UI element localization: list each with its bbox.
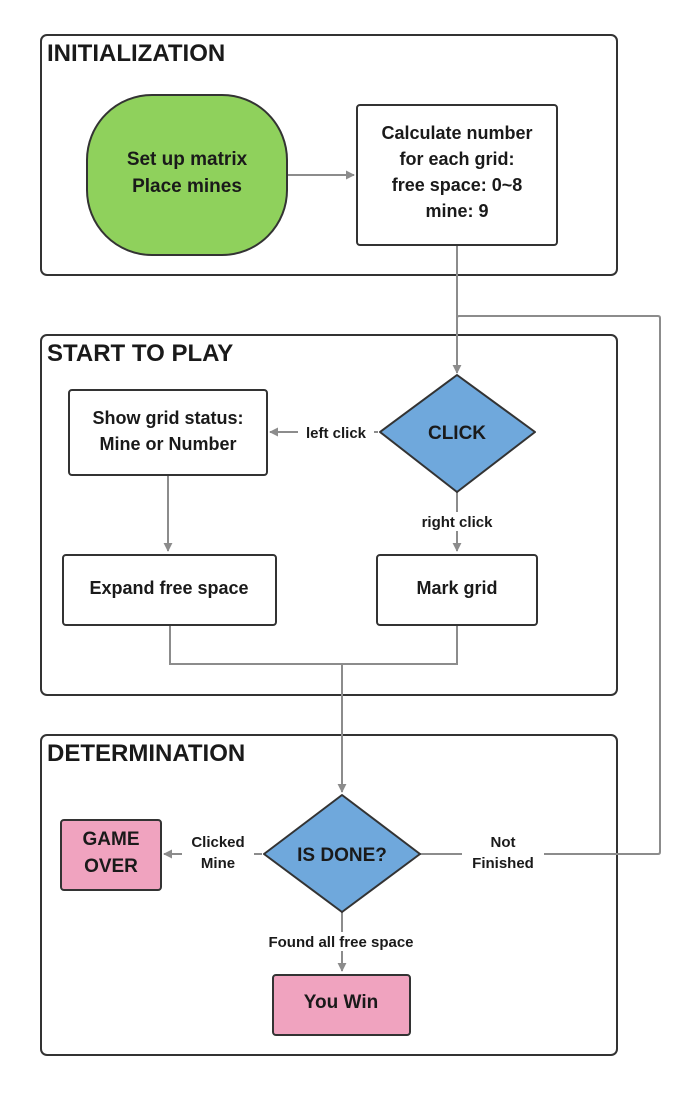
node-expand-free-space: Expand free space [62, 554, 277, 626]
edge-label-clicked-mine: Clicked Mine [182, 832, 254, 872]
edge-label-right-click: right click [412, 512, 502, 531]
node-text-line: You Win [304, 992, 378, 1013]
edge-label-text: right click [422, 514, 494, 531]
node-click-decision: CLICK [379, 374, 536, 493]
edge-label-text: Found all free space [268, 934, 413, 951]
node-game-over: GAME OVER [60, 819, 162, 891]
node-you-win: You Win [272, 974, 411, 1036]
node-text-line: Expand free space [89, 578, 248, 598]
edge-label-left-click: left click [298, 423, 374, 442]
line-merge-expand-mark [169, 625, 458, 665]
edge-label-text: Finished [472, 855, 534, 872]
node-text-line: Show grid status: [92, 408, 243, 428]
node-show-grid-status: Show grid status: Mine or Number [68, 389, 268, 476]
edge-label-text: Clicked [191, 834, 244, 851]
edge-label-not-finished: Not Finished [462, 832, 544, 872]
node-mark-grid: Mark grid [376, 554, 538, 626]
node-text-line: Mark grid [416, 578, 497, 598]
node-text-line: GAME [83, 829, 140, 850]
section-title-start-to-play: START TO PLAY [47, 340, 233, 367]
line-not-finished-loop [420, 315, 661, 855]
node-text-line: Mine or Number [99, 434, 236, 454]
edge-label-text: Mine [201, 855, 235, 872]
node-text-line: CLICK [428, 423, 486, 444]
node-text-line: IS DONE? [297, 845, 387, 866]
edge-label-text: Not [491, 834, 516, 851]
node-text-line: Calculate number [381, 123, 532, 143]
node-is-done-decision: IS DONE? [263, 794, 421, 913]
node-text-line: free space: 0~8 [392, 175, 523, 195]
node-text-line: OVER [84, 856, 138, 877]
node-text-line: Place mines [132, 176, 242, 197]
section-start-to-play: START TO PLAY [40, 334, 618, 696]
node-calculate-number: Calculate number for each grid: free spa… [356, 104, 558, 246]
section-determination: DETERMINATION [40, 734, 618, 1056]
edge-label-found-all: Found all free space [250, 932, 432, 951]
node-setup-terminal: Set up matrix Place mines [86, 94, 288, 256]
section-title-determination: DETERMINATION [47, 740, 245, 767]
edge-label-text: left click [306, 425, 367, 442]
node-text-line: for each grid: [399, 149, 514, 169]
section-initialization: INITIALIZATION [40, 34, 618, 276]
node-text-line: mine: 9 [425, 201, 488, 221]
section-title-initialization: INITIALIZATION [47, 40, 225, 67]
node-text-line: Set up matrix [127, 149, 248, 170]
